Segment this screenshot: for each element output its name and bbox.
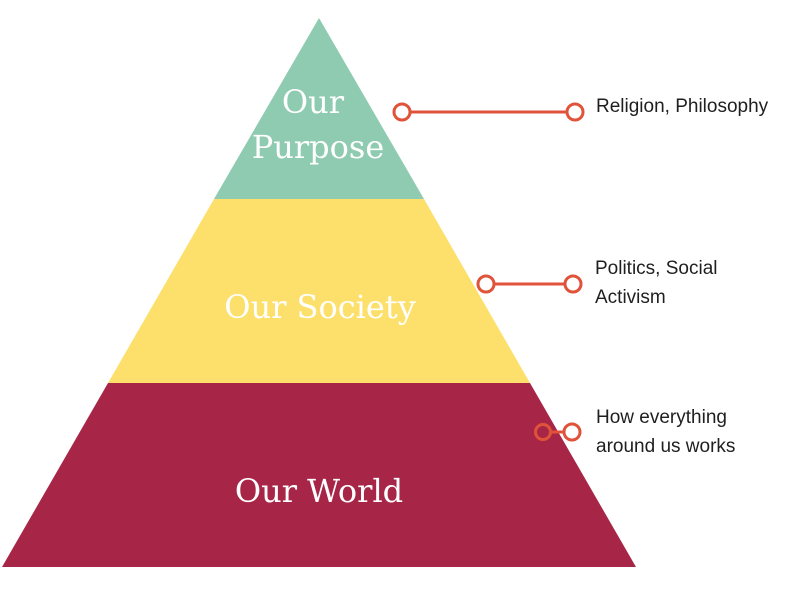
connector-middle-end-dot <box>563 274 583 294</box>
annotation-bottom-line1: How everything <box>596 407 727 428</box>
connector-top <box>392 102 585 122</box>
annotation-middle: Politics, Social Activism <box>595 254 718 312</box>
annotation-bottom-line2: around us works <box>596 436 736 457</box>
annotation-middle-line2: Activism <box>595 287 666 308</box>
connector-middle <box>476 274 583 294</box>
connector-bottom-start-dot <box>534 423 552 441</box>
annotation-top: Religion, Philosophy <box>596 92 768 121</box>
tier-top-label-line2: Purpose <box>252 128 385 166</box>
tier-top-label-line1: Our <box>282 83 345 121</box>
annotation-bottom: How everything around us works <box>596 403 735 461</box>
tier-top-purpose <box>214 18 424 199</box>
connector-top-start-dot <box>392 102 412 122</box>
tier-middle-label: Our Society <box>224 288 416 326</box>
connector-bottom <box>534 422 582 442</box>
connector-middle-start-dot <box>476 274 496 294</box>
annotation-middle-line1: Politics, Social <box>595 258 718 279</box>
tier-middle-society <box>108 199 530 383</box>
tier-top-label: Our Purpose <box>252 83 385 166</box>
annotation-top-line1: Religion, Philosophy <box>596 96 769 117</box>
tier-bottom-world <box>2 383 636 567</box>
connector-top-end-dot <box>565 102 585 122</box>
connector-bottom-end-dot <box>562 422 582 442</box>
tier-bottom-label: Our World <box>235 472 403 510</box>
